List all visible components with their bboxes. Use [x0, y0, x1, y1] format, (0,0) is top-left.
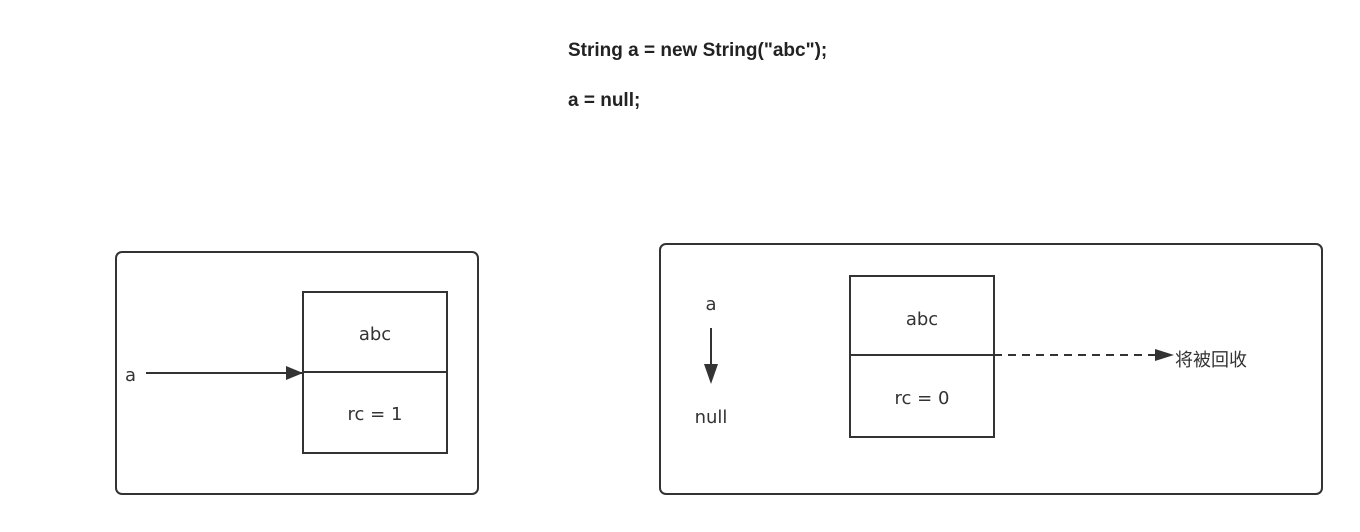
- code-line-1: String a = new String("abc");: [568, 40, 828, 61]
- left-var-label: a: [125, 365, 136, 386]
- right-object-value: abc: [906, 309, 938, 330]
- left-arrowhead: [286, 366, 303, 380]
- left-object-rc: rc = 1: [348, 404, 403, 425]
- right-var-label: a: [705, 294, 716, 315]
- left-panel: a abc rc = 1: [115, 251, 479, 495]
- gc-arrowhead: [1155, 349, 1174, 361]
- left-panel-frame: [115, 251, 479, 495]
- right-object-box: [849, 275, 995, 438]
- right-null-arrowhead: [704, 364, 718, 384]
- right-panel-frame: [659, 243, 1323, 495]
- left-object-value: abc: [359, 324, 391, 345]
- code-line-2: a = null;: [568, 90, 641, 111]
- right-object-rc: rc = 0: [895, 388, 950, 409]
- right-panel: a null abc rc = 0 将被回收: [659, 243, 1323, 495]
- gc-label: 将被回收: [1175, 350, 1247, 371]
- right-null-label: null: [695, 407, 728, 428]
